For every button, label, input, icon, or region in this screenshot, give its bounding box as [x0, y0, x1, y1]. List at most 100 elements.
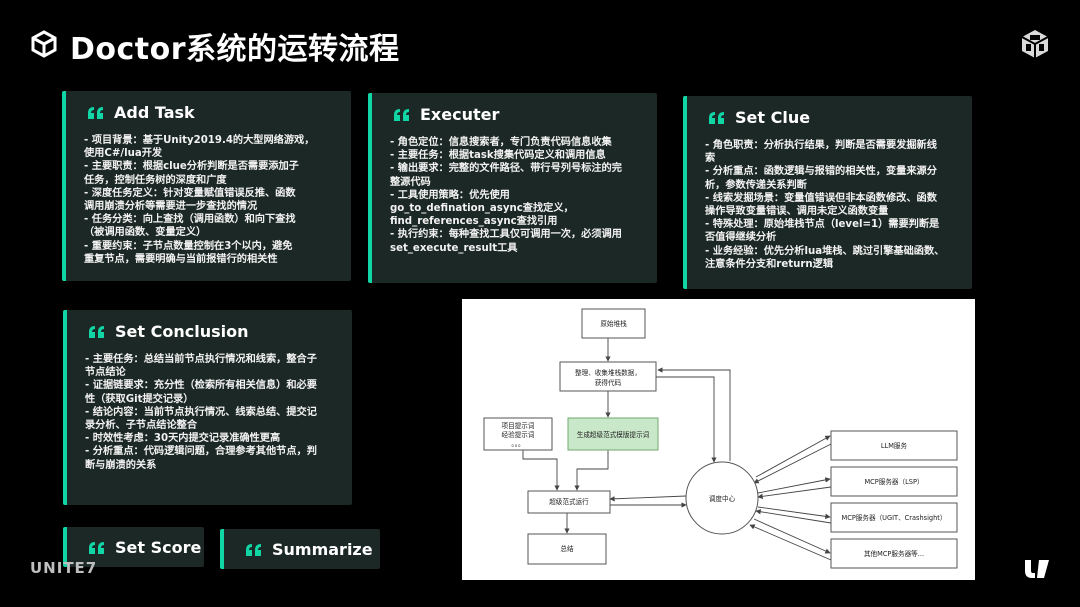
quote-icon	[89, 325, 104, 338]
node-label: 总结	[560, 544, 574, 553]
flow-arrow	[522, 449, 560, 491]
mcp-lsp-node: MCP服务器（LSP）	[830, 466, 958, 497]
run-node: 超级范式运行	[527, 490, 611, 514]
card-line: - 分析重点：函数逻辑与报错的相关性，变量来源分	[705, 166, 937, 178]
card-line: find_references_async查找引用	[390, 216, 558, 228]
card-line: 重复节点，需要明确与当前报错行的相关性	[84, 253, 278, 265]
flow-arrow	[749, 524, 832, 561]
card-line: - 分析重点：代码逻辑问题，合理参考其他节点，判	[85, 446, 317, 458]
card-title: Set Clue	[735, 108, 811, 127]
node-label: MCP服务器（LSP）	[864, 477, 923, 486]
card-line: - 执行约束：每种查找工具仅可调用一次，必须调用	[390, 229, 622, 241]
flow-arrow	[753, 443, 832, 484]
card-title: Set Conclusion	[115, 322, 249, 341]
summary-node: 总结	[527, 533, 607, 565]
card-line: - 角色职责：分析执行结果，判断是否需要发掘新线	[705, 140, 937, 151]
card-line: 任务，控制任务树的深度和广度	[84, 174, 227, 186]
mcp-ugit-node: MCP服务器（UGIT、Crashsight）	[830, 502, 958, 533]
card-line: 调用崩溃分析等需要进一步查找的情况	[84, 201, 258, 213]
set-clue-card: Set Clue - 角色职责：分析执行结果，判断是否需要发掘新线 索 - 分析…	[683, 96, 972, 289]
center-node: 调度中心	[685, 461, 759, 535]
card-line: - 任务分类：向上查找（调用函数）和向下查找	[84, 214, 296, 226]
card-line: - 主要任务：根据task搜集代码定义和调用信息	[390, 150, 606, 162]
unity-logo-icon	[31, 30, 57, 58]
card-line: 整源代码	[390, 176, 431, 188]
brand-mark-icon	[1025, 560, 1049, 578]
executer-card: Executer - 角色定位：信息搜索者，专门负责代码信息收集 - 主要任务：…	[368, 93, 657, 283]
flow-arrow	[755, 509, 832, 524]
set-conclusion-card: Set Conclusion - 主要任务：总结当前节点执行情况和线索，整合子 …	[63, 310, 352, 505]
set-score-card: Set Score	[63, 527, 204, 567]
node-label: 经验提示词	[502, 430, 535, 439]
card-line: set_execute_result工具	[390, 242, 518, 254]
card-line: - 线索发掘场景：变量值错误但非本函数修改、函数	[705, 192, 937, 204]
card-line: - 角色定位：信息搜索者，专门负责代码信息收集	[390, 137, 612, 148]
hint-node: 项目提示词 经验提示词 。。。	[483, 417, 553, 451]
card-title: Set Score	[115, 538, 202, 557]
card-line: 录分析、子节点结论整合	[85, 420, 198, 432]
node-label: 其他MCP服务器等...	[864, 549, 924, 558]
add-task-card: Add Task - 项目背景：基于Unity2019.4的大型网络游戏， 使用…	[62, 91, 351, 281]
card-line: 注意条件分支和return逻辑	[705, 258, 834, 270]
node-label: 。。。	[511, 440, 524, 448]
node-label: MCP服务器（UGIT、Crashsight）	[842, 513, 947, 522]
flow-arrow	[753, 518, 831, 554]
stack-node: 原始堆栈	[581, 308, 646, 339]
flow-diagram: 原始堆栈 整理、收集堆栈数据， 获得代码 项目提示词 经验提示词 。。。 生成超…	[462, 299, 975, 580]
node-label: 整理、收集堆栈数据，	[575, 368, 641, 377]
card-line: - 深度任务定义：针对变量赋值错误反推、函数	[84, 187, 296, 199]
generate-node: 生成超级范式模版提示词	[567, 417, 659, 451]
quote-icon	[709, 111, 724, 124]
flow-arrow	[757, 477, 831, 494]
card-line: - 主要职责：根据clue分析判断是否需要添加子	[84, 161, 299, 173]
card-body: - 主要任务：总结当前节点执行情况和线索，整合子 节点结论 - 证据链要求：充分…	[67, 341, 352, 472]
card-line: - 工具使用策略：优先使用	[390, 189, 510, 201]
card-line: - 证据链要求：充分性（检索所有相关信息）和必要	[85, 380, 317, 392]
flow-arrow	[657, 367, 731, 461]
card-title: Add Task	[114, 103, 195, 122]
flow-arrow	[609, 495, 687, 502]
card-line: 断与崩溃的关系	[85, 459, 157, 471]
card-line: 析，参数传递关系判断	[705, 179, 807, 191]
card-title: Executer	[420, 105, 500, 124]
card-body: - 角色职责：分析执行结果，判断是否需要发掘新线 索 - 分析重点：函数逻辑与报…	[687, 127, 972, 271]
summarize-card: Summarize	[220, 529, 380, 569]
card-line: 节点结论	[85, 367, 126, 379]
node-label: 获得代码	[595, 378, 622, 387]
quote-icon	[394, 108, 409, 121]
node-label: 超级范式运行	[549, 497, 589, 506]
card-line: （被调用函数、变量定义）	[84, 227, 207, 239]
node-label: LLM服务	[881, 441, 908, 450]
quote-icon	[246, 543, 261, 556]
node-label: 生成超级范式模版提示词	[577, 430, 650, 439]
card-title: Summarize	[272, 540, 373, 559]
flow-arrow	[574, 450, 609, 491]
card-line: go_to_defination_async查找定义，	[390, 203, 574, 215]
quote-icon	[89, 541, 104, 554]
flow-arrow	[757, 506, 831, 520]
footer-brand: UNITE7	[30, 559, 98, 577]
card-line: 操作导致变量错误、调用未定义函数变量	[705, 206, 889, 218]
card-line: - 输出要求：完整的文件路径、带行号列号标注的完	[390, 163, 622, 175]
node-label: 调度中心	[709, 494, 736, 503]
collect-node: 整理、收集堆栈数据， 获得代码	[559, 361, 657, 392]
flow-arrow	[656, 376, 717, 463]
card-line: - 业务经验：优先分析lua堆栈、跳过引擎基础函数、	[705, 245, 945, 257]
card-line: - 重要约束：子节点数量控制在3个以内，避免	[84, 240, 293, 252]
card-line: - 结论内容：当前节点执行情况、线索总结、提交记	[85, 406, 317, 418]
card-line: - 时效性考虑：30天内提交记录准确性更高	[85, 433, 281, 445]
card-line: 性（获取Git提交记录）	[85, 393, 194, 405]
card-line: - 主要任务：总结当前节点执行情况和线索，整合子	[85, 354, 317, 365]
mcp-other-node: 其他MCP服务器等...	[830, 538, 958, 569]
card-body: - 角色定位：信息搜索者，专门负责代码信息收集 - 主要任务：根据task搜集代…	[372, 124, 657, 255]
slide-title: Doctor系统的运转流程	[70, 32, 400, 67]
node-label: 原始堆栈	[600, 319, 627, 328]
quote-icon	[88, 106, 103, 119]
card-line: - 特殊处理：原始堆栈节点（level=1）需要判断是	[705, 219, 940, 231]
flow-arrow	[757, 486, 832, 500]
flow-arrow	[755, 435, 831, 478]
card-line: 索	[705, 153, 716, 165]
card-line: - 项目背景：基于Unity2019.4的大型网络游戏，	[84, 135, 315, 146]
cube-logo-icon	[1021, 30, 1049, 58]
card-line: 使用C#/lua开发	[84, 148, 163, 160]
